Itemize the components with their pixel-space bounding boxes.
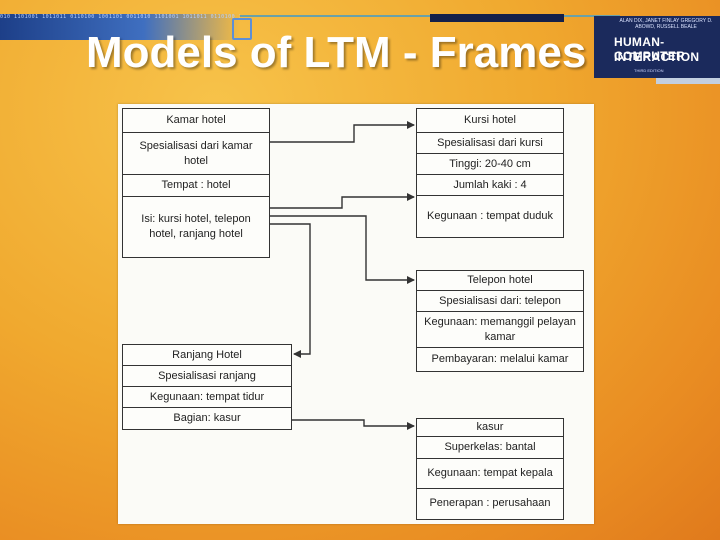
frame-slot: Spesialisasi ranjang: [123, 366, 291, 387]
book-cover: ALAN DIX, JANET FINLAY GREGORY D. ABOWD,…: [594, 16, 720, 78]
book-title-line-2: INTERACTION: [614, 50, 700, 64]
binary-decoration-strip: 010 1101001 1011011 0110100 1001101 0011…: [0, 14, 240, 40]
frame-slot: Isi: kursi hotel, telepon hotel, ranjang…: [141, 212, 251, 240]
frame-slot: Tempat : hotel: [123, 175, 269, 197]
frame-ranjang-hotel: Ranjang Hotel Spesialisasi ranjang Kegun…: [122, 344, 292, 430]
frame-slot: Jumlah kaki : 4: [417, 175, 563, 196]
frame-slot: Kegunaan: tempat kepala: [417, 459, 563, 489]
frame-slot: Kegunaan: memanggil pelayan kamar: [417, 312, 583, 348]
frame-slot: Kamar hotel: [123, 109, 269, 133]
book-edition: THIRD EDITION: [634, 68, 664, 73]
frame-slot: Pembayaran: melalui kamar: [431, 352, 569, 365]
frame-slot: Superkelas: bantal: [417, 437, 563, 459]
link-kamar-to-kursi: [270, 121, 415, 143]
link-ranjang-to-kasur: [292, 419, 415, 430]
frame-telepon-hotel: Telepon hotel Spesialisasi dari: telepon…: [416, 270, 584, 372]
frame-slot: Tinggi: 20-40 cm: [417, 154, 563, 175]
frame-slot: Penerapan : perusahaan: [429, 497, 551, 509]
frame-slot: Kegunaan: tempat tidur: [123, 387, 291, 408]
frame-kamar-hotel: Kamar hotel Spesialisasi dari kamar hote…: [122, 108, 270, 258]
link-isi-to-kursi: [270, 193, 415, 209]
frame-kursi-hotel: Kursi hotel Spesialisasi dari kursi Ting…: [416, 108, 564, 238]
slide-title: Models of LTM - Frames: [86, 28, 587, 77]
frame-slot: Spesialisasi dari kamar hotel: [123, 133, 269, 175]
frame-slot: Kegunaan : tempat duduk: [427, 209, 553, 222]
frames-diagram: Kamar hotel Spesialisasi dari kamar hote…: [118, 104, 594, 524]
book-cover-stripe: [656, 78, 720, 84]
chip-icon: [232, 18, 252, 40]
book-authors: ALAN DIX, JANET FINLAY GREGORY D. ABOWD,…: [619, 18, 713, 30]
book-title-line-1: HUMAN-COMPUTER: [614, 35, 686, 63]
frame-slot: Spesialisasi dari: telepon: [417, 291, 583, 312]
frame-kasur: kasur Superkelas: bantal Kegunaan: tempa…: [416, 418, 564, 520]
header-dark-bar: [430, 14, 564, 22]
frame-slot: Kursi hotel: [417, 109, 563, 133]
link-isi-to-ranjang: [270, 223, 311, 358]
link-isi-to-telepon: [270, 215, 415, 284]
frame-slot: Ranjang Hotel: [123, 345, 291, 366]
frame-slot: Spesialisasi dari kursi: [417, 133, 563, 154]
frame-slot: kasur: [417, 419, 563, 437]
frame-slot: Telepon hotel: [417, 271, 583, 291]
frame-slot: Bagian: kasur: [173, 411, 241, 424]
frame-links: [270, 121, 415, 430]
